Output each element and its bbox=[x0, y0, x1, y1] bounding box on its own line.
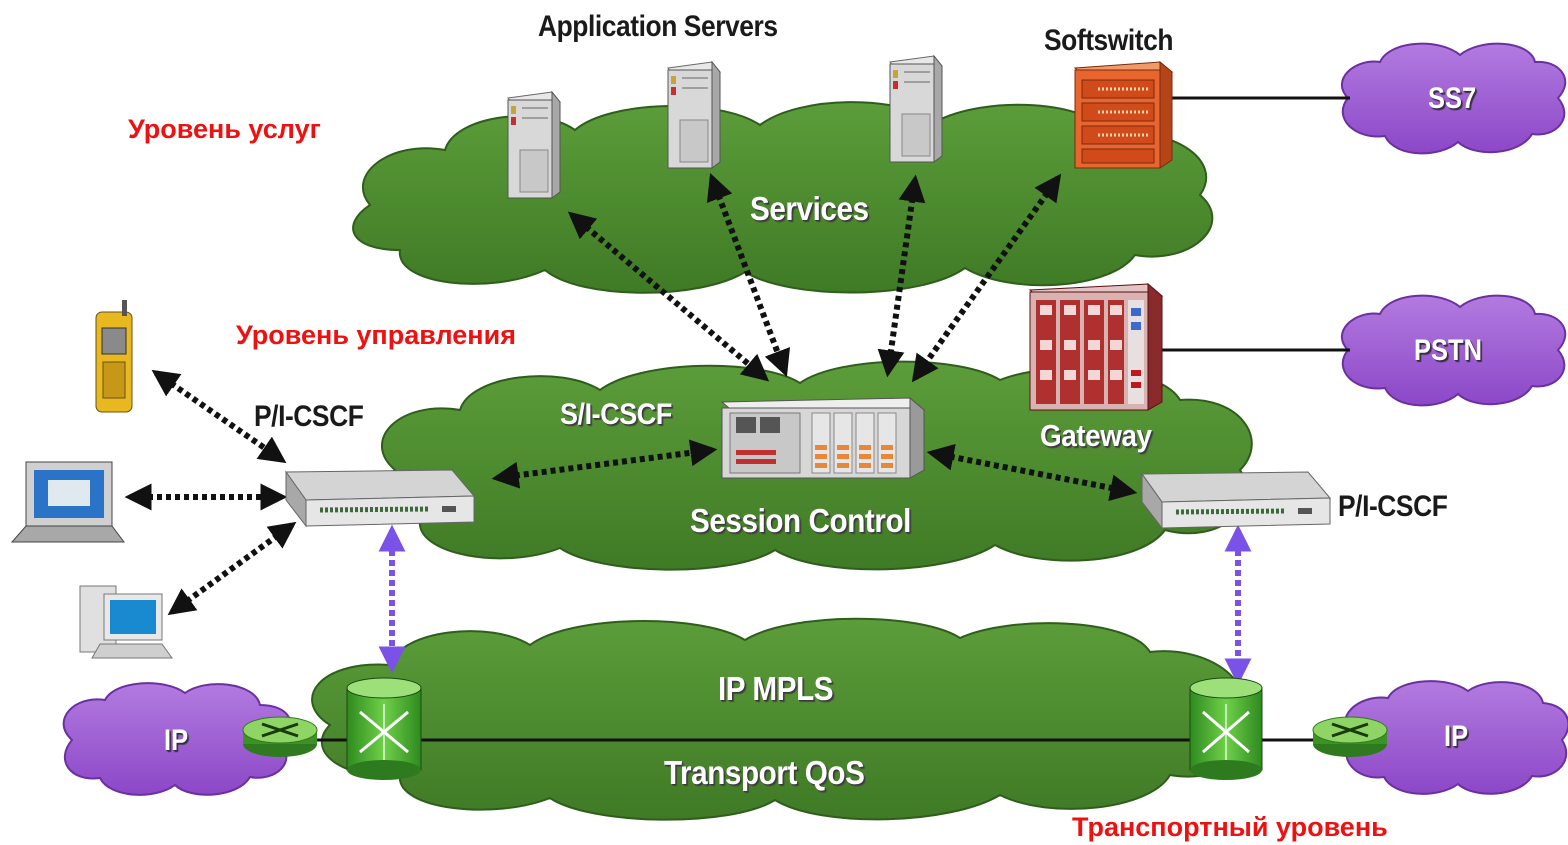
application-servers-label: Application Servers bbox=[538, 10, 778, 43]
application-server-2 bbox=[667, 60, 721, 169]
mobile-phone bbox=[95, 300, 133, 413]
p-i-cscf-left-device bbox=[285, 469, 476, 528]
application-server-1 bbox=[507, 90, 561, 199]
s-i-cscf-label: S/I-CSCF bbox=[560, 398, 672, 431]
softswitch-label: Softswitch bbox=[1044, 24, 1174, 57]
services-level-label: Уровень услуг bbox=[128, 114, 321, 144]
desktop-pc bbox=[79, 585, 173, 659]
ip-cloud-right bbox=[1344, 680, 1568, 795]
softswitch-device bbox=[1073, 60, 1174, 169]
application-server-3 bbox=[889, 54, 943, 163]
transport-level-label: Транспортный уровень bbox=[1072, 812, 1388, 842]
ss7-label: SS7 bbox=[1428, 82, 1477, 115]
session-control-label: Session Control bbox=[690, 502, 911, 539]
s-i-cscf-device bbox=[720, 396, 926, 479]
p-i-cscf-right-device bbox=[1141, 471, 1332, 530]
control-level-label: Уровень управления bbox=[236, 320, 516, 350]
services-cloud-label: Services bbox=[750, 190, 869, 227]
signaling-arrows bbox=[124, 172, 1138, 616]
router-ip-right bbox=[1312, 716, 1388, 757]
edge-router-left bbox=[346, 677, 422, 780]
laptop bbox=[10, 461, 125, 543]
transport-binding-arrows bbox=[378, 524, 1252, 686]
gateway-device bbox=[1028, 282, 1164, 411]
router-ip-left bbox=[242, 716, 318, 757]
solid-links bbox=[315, 96, 1350, 742]
ss7-cloud bbox=[1341, 42, 1567, 155]
p-i-cscf-left-label: P/I-CSCF bbox=[254, 400, 364, 433]
p-i-cscf-right-label: P/I-CSCF bbox=[1338, 490, 1448, 523]
ip-right-label: IP bbox=[1444, 720, 1469, 753]
pstn-cloud bbox=[1341, 294, 1567, 407]
ip-mpls-label: IP MPLS bbox=[718, 670, 834, 707]
gateway-label: Gateway bbox=[1040, 418, 1152, 453]
edge-router-right bbox=[1189, 677, 1263, 780]
ip-left-label: IP bbox=[164, 724, 189, 757]
transport-qos-label: Transport QoS bbox=[664, 754, 865, 791]
pstn-label: PSTN bbox=[1414, 334, 1483, 367]
